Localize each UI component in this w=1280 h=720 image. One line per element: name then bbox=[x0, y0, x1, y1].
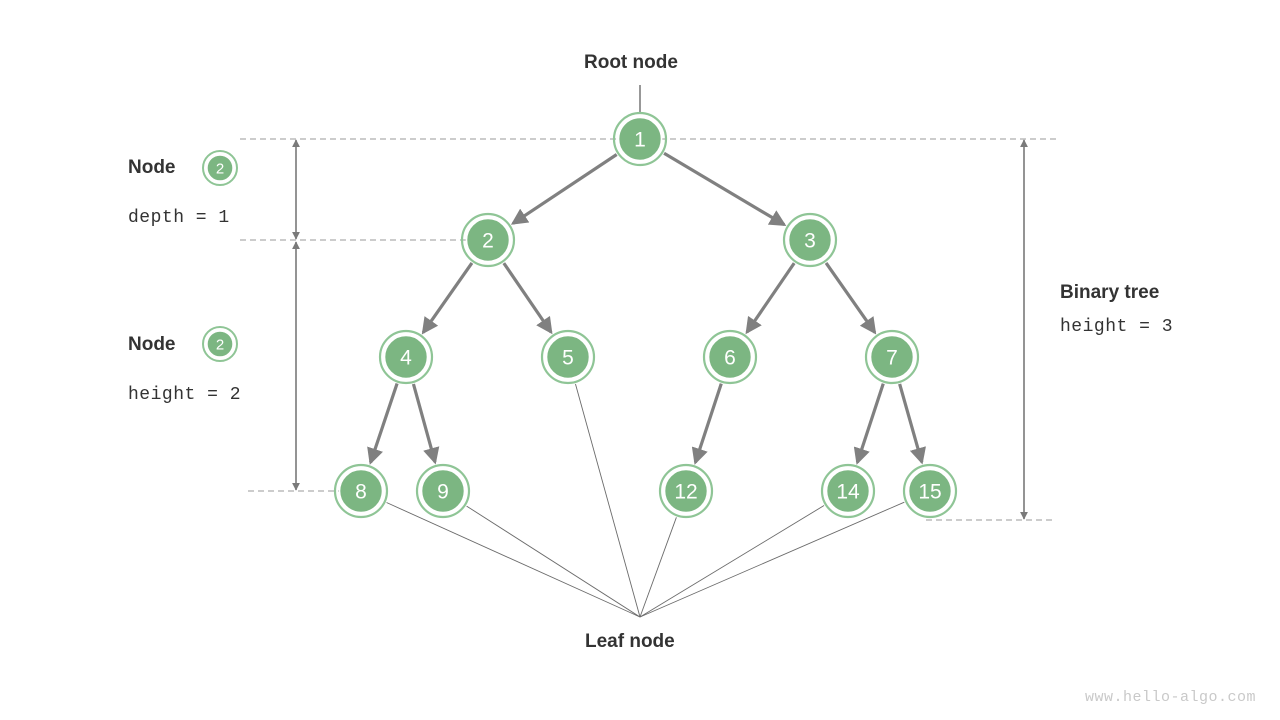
tree-node-5[interactable]: 5 bbox=[540, 329, 596, 385]
edge-n1-n2 bbox=[510, 153, 618, 225]
node-ring bbox=[782, 212, 838, 268]
node-label: 3 bbox=[804, 230, 816, 253]
edge-n3-n6 bbox=[745, 262, 796, 335]
edge-n4-n8 bbox=[367, 383, 399, 465]
node-ring bbox=[460, 212, 516, 268]
tree-node-1[interactable]: 1 bbox=[612, 111, 668, 167]
node-body bbox=[545, 334, 591, 380]
tree-node-9[interactable]: 9 bbox=[415, 463, 471, 519]
edge-n4-n9 bbox=[411, 383, 440, 465]
node-body bbox=[707, 334, 753, 380]
node-body bbox=[383, 334, 429, 380]
node-label: 8 bbox=[355, 481, 367, 504]
badge-label: 2 bbox=[216, 337, 224, 354]
node-body bbox=[663, 468, 709, 514]
node-label: 2 bbox=[482, 230, 494, 253]
tree-node-14[interactable]: 14 bbox=[820, 463, 876, 519]
edge-n6-n12 bbox=[691, 383, 723, 465]
leaf-pointer-line-n15 bbox=[639, 501, 905, 618]
guide-lines bbox=[240, 138, 1056, 521]
node-ring bbox=[702, 329, 758, 385]
leaf-node-label: Leaf node bbox=[585, 631, 675, 652]
node-body bbox=[825, 468, 871, 514]
edge-n2-n4 bbox=[421, 262, 474, 335]
node-ring bbox=[864, 329, 920, 385]
right-block-detail: height = 3 bbox=[1060, 317, 1174, 337]
tree-node-2[interactable]: 2 bbox=[460, 212, 516, 268]
node-body bbox=[907, 468, 953, 514]
edge-n7-n14 bbox=[853, 383, 885, 465]
node-ring bbox=[540, 329, 596, 385]
tree-node-7[interactable]: 7 bbox=[864, 329, 920, 385]
badge-label: 2 bbox=[216, 161, 224, 178]
node-label: 12 bbox=[674, 481, 697, 504]
badge-ring bbox=[202, 326, 238, 362]
dimension-arrows bbox=[292, 139, 1028, 520]
left-block-2-title: Node bbox=[128, 334, 176, 355]
node-body bbox=[420, 468, 466, 514]
tree-node-6[interactable]: 6 bbox=[702, 329, 758, 385]
tree-node-15[interactable]: 15 bbox=[902, 463, 958, 519]
node-ring bbox=[658, 463, 714, 519]
node-ring bbox=[378, 329, 434, 385]
leaf-pointer-line-n12 bbox=[639, 517, 677, 618]
badge-ring bbox=[202, 150, 238, 186]
leaf-pointer-line-n5 bbox=[575, 383, 641, 618]
leaf-pointer-lines bbox=[386, 383, 905, 618]
leaf-pointer-line-n8 bbox=[386, 502, 641, 618]
root-node-label: Root node bbox=[584, 52, 678, 73]
node-body bbox=[338, 468, 384, 514]
left-block-2-detail: height = 2 bbox=[128, 385, 242, 405]
node-label: 6 bbox=[724, 347, 736, 370]
tree-node-8[interactable]: 8 bbox=[333, 463, 389, 519]
left-block-1-detail: depth = 1 bbox=[128, 208, 230, 228]
edge-n2-n5 bbox=[502, 262, 553, 335]
node-label: 4 bbox=[400, 347, 412, 370]
node-label: 15 bbox=[918, 481, 941, 504]
tree-node-4[interactable]: 4 bbox=[378, 329, 434, 385]
tree-node-3[interactable]: 3 bbox=[782, 212, 838, 268]
badge-body bbox=[206, 154, 234, 182]
watermark: www.hello-algo.com bbox=[1084, 689, 1256, 706]
node-label: 1 bbox=[634, 129, 646, 152]
edge-n7-n15 bbox=[898, 383, 926, 465]
annotation-badges: 22 bbox=[202, 150, 238, 362]
node-ring bbox=[902, 463, 958, 519]
tree-node-12[interactable]: 12 bbox=[658, 463, 714, 519]
node-ring bbox=[820, 463, 876, 519]
right-block-title: Binary tree bbox=[1060, 282, 1160, 303]
node-label: 9 bbox=[437, 481, 449, 504]
tree-edges bbox=[367, 151, 926, 465]
node-body bbox=[465, 217, 511, 263]
node-ring bbox=[333, 463, 389, 519]
node-ring bbox=[415, 463, 471, 519]
badge-height-node: 2 bbox=[202, 326, 238, 362]
node-body bbox=[787, 217, 833, 263]
node-body bbox=[617, 116, 663, 162]
leaf-pointer-line-n9 bbox=[466, 505, 641, 618]
node-body bbox=[869, 334, 915, 380]
node-label: 14 bbox=[836, 481, 860, 504]
badge-depth-node: 2 bbox=[202, 150, 238, 186]
node-ring bbox=[612, 111, 668, 167]
left-block-1-title: Node bbox=[128, 157, 176, 178]
node-label: 7 bbox=[886, 347, 898, 370]
edge-n3-n7 bbox=[824, 262, 877, 335]
node-label: 5 bbox=[562, 347, 574, 370]
edge-n1-n3 bbox=[663, 151, 787, 227]
leaf-pointer-line-n14 bbox=[639, 505, 825, 618]
badge-body bbox=[206, 330, 234, 358]
